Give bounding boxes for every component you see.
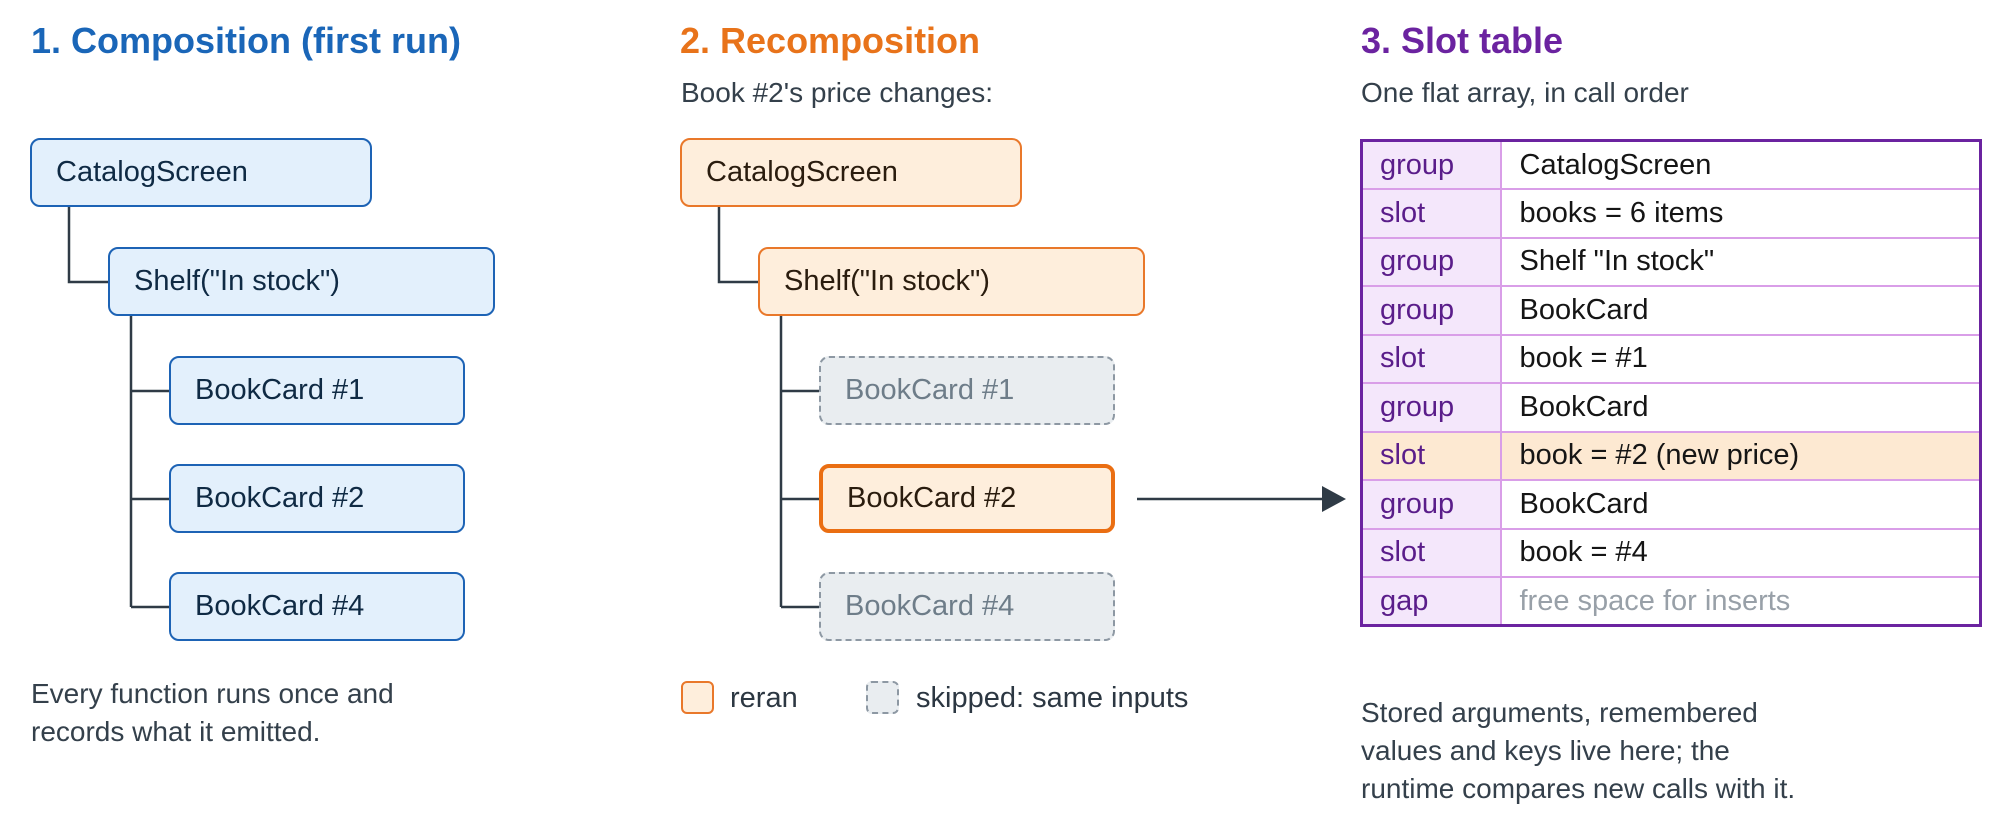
node-shelf: Shelf("In stock")	[108, 247, 495, 316]
legend-skipped-swatch	[866, 681, 899, 714]
panel3-note-line: runtime compares new calls with it.	[1361, 773, 1796, 804]
panel3-subtitle: One flat array, in call order	[1361, 77, 1689, 108]
slot-value-cell: free space for inserts	[1499, 576, 1982, 627]
panel1-note-line: records what it emitted.	[31, 716, 321, 747]
slot-value-cell: BookCard	[1499, 382, 1982, 433]
connector-root-shelf-2	[717, 206, 759, 284]
panel1-note-line: Every function runs once and	[31, 678, 394, 709]
slot-kind-cell: slot	[1360, 333, 1502, 384]
panel2-subtitle: Book #2's price changes:	[681, 77, 993, 108]
slot-kind-cell: gap	[1360, 576, 1502, 627]
slot-value-cell: books = 6 items	[1499, 188, 1982, 239]
node-bookcard-1-skipped: BookCard #1	[819, 356, 1115, 425]
node-catalog-screen: CatalogScreen	[30, 138, 372, 207]
node-catalog-screen-recomposed: CatalogScreen	[680, 138, 1022, 207]
panel3-note-line: values and keys live here; the	[1361, 735, 1730, 766]
slot-value-cell: Shelf "In stock"	[1499, 236, 1982, 287]
panel3-note: Stored arguments, remembered values and …	[1361, 694, 1795, 808]
slot-kind-cell: group	[1360, 139, 1502, 190]
panel3-title: 3. Slot table	[1361, 20, 1564, 61]
slot-kind-cell: slot	[1360, 527, 1502, 578]
node-bookcard-2: BookCard #2	[169, 464, 465, 533]
arrow-head-icon	[1322, 486, 1346, 512]
slot-value-cell: BookCard	[1499, 479, 1982, 530]
slot-kind-cell: group	[1360, 285, 1502, 336]
slot-value-cell: book = #4	[1499, 527, 1982, 578]
node-bookcard-2-reran: BookCard #2	[819, 464, 1115, 533]
slot-kind-cell: group	[1360, 382, 1502, 433]
panel1-note: Every function runs once and records wha…	[31, 675, 394, 751]
slot-value-cell: book = #2 (new price)	[1499, 430, 1982, 481]
node-bookcard-4-skipped: BookCard #4	[819, 572, 1115, 641]
panel3-note-line: Stored arguments, remembered	[1361, 697, 1758, 728]
slot-value-cell: BookCard	[1499, 285, 1982, 336]
node-bookcard-4: BookCard #4	[169, 572, 465, 641]
panel2-title: 2. Recomposition	[680, 20, 981, 61]
legend-skipped-label: skipped: same inputs	[916, 682, 1189, 714]
node-shelf-recomposed: Shelf("In stock")	[758, 247, 1145, 316]
slot-kind-cell: group	[1360, 479, 1502, 530]
legend-reran-swatch	[681, 681, 714, 714]
slot-kind-cell: slot	[1360, 188, 1502, 239]
slot-value-cell: book = #1	[1499, 333, 1982, 384]
node-bookcard-1: BookCard #1	[169, 356, 465, 425]
legend-reran-label: reran	[730, 682, 798, 714]
slot-kind-cell: group	[1360, 236, 1502, 287]
panel1-title: 1. Composition (first run)	[31, 20, 461, 61]
slot-value-cell: CatalogScreen	[1499, 139, 1982, 190]
connector-root-shelf	[67, 206, 109, 284]
slot-kind-cell: slot	[1360, 430, 1502, 481]
